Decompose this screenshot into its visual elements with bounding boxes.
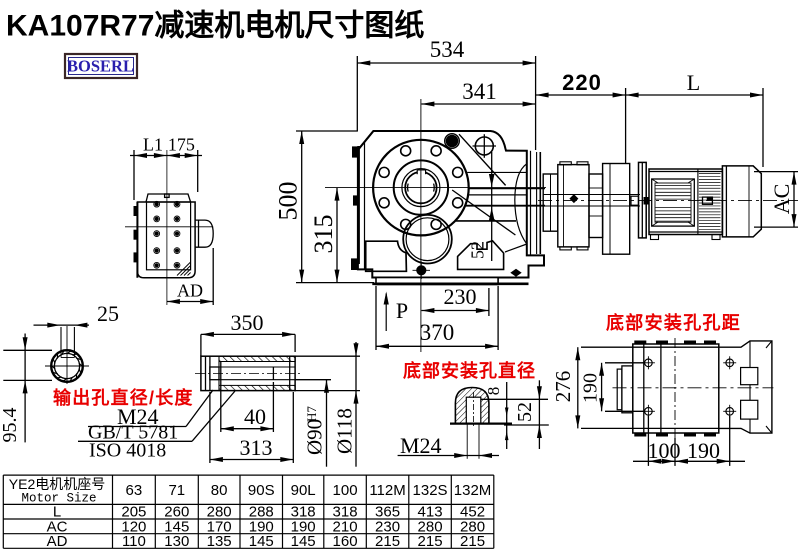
svg-text:365: 365: [375, 504, 400, 521]
svg-text:160: 160: [333, 533, 358, 550]
svg-text:输出孔直径/长度: 输出孔直径/长度: [53, 387, 194, 408]
svg-text:AC: AC: [47, 518, 68, 535]
svg-text:52: 52: [468, 241, 488, 259]
svg-text:413: 413: [418, 504, 443, 521]
svg-text:215: 215: [375, 533, 400, 550]
svg-text:220: 220: [562, 70, 602, 95]
svg-text:Ø90: Ø90: [303, 419, 327, 455]
svg-text:370: 370: [420, 320, 455, 345]
svg-text:112M: 112M: [369, 482, 405, 499]
svg-text:280: 280: [460, 518, 485, 535]
svg-text:190: 190: [580, 373, 602, 403]
svg-text:AC: AC: [769, 184, 794, 215]
svg-text:175: 175: [168, 135, 195, 155]
svg-text:63: 63: [126, 482, 143, 499]
svg-text:L: L: [687, 70, 700, 95]
svg-text:25: 25: [97, 301, 119, 326]
svg-text:190: 190: [249, 518, 274, 535]
svg-text:350: 350: [231, 310, 264, 335]
svg-text:底部安装孔孔距: 底部安装孔孔距: [606, 312, 741, 333]
svg-text:110: 110: [122, 533, 146, 550]
svg-text:Motor Size: Motor Size: [21, 492, 96, 506]
svg-text:313: 313: [240, 435, 273, 460]
svg-text:BOSERL: BOSERL: [67, 57, 134, 76]
svg-text:215: 215: [418, 533, 443, 550]
svg-text:40: 40: [244, 404, 266, 429]
svg-text:132S: 132S: [413, 482, 448, 499]
svg-text:318: 318: [291, 504, 316, 521]
svg-text:452: 452: [460, 504, 485, 521]
svg-text:80: 80: [211, 482, 228, 499]
svg-text:KA107R77减速机电机尺寸图纸: KA107R77减速机电机尺寸图纸: [6, 10, 424, 43]
svg-text:71: 71: [168, 482, 185, 499]
svg-text:280: 280: [207, 504, 232, 521]
svg-text:AD: AD: [177, 281, 203, 301]
svg-text:H7: H7: [304, 406, 319, 422]
svg-text:341: 341: [462, 79, 497, 104]
svg-text:130: 130: [164, 533, 189, 550]
svg-text:230: 230: [375, 518, 400, 535]
svg-text:534: 534: [430, 37, 465, 62]
svg-text:145: 145: [249, 533, 274, 550]
svg-text:210: 210: [333, 518, 358, 535]
svg-text:GB/T 5781: GB/T 5781: [88, 422, 178, 444]
svg-text:90S: 90S: [248, 482, 275, 499]
svg-text:170: 170: [207, 518, 232, 535]
svg-text:90L: 90L: [291, 482, 316, 499]
svg-text:500: 500: [274, 182, 303, 221]
svg-text:280: 280: [418, 518, 443, 535]
svg-text:318: 318: [333, 504, 358, 521]
svg-text:215: 215: [460, 533, 485, 550]
svg-text:P: P: [396, 298, 408, 323]
svg-text:M24: M24: [400, 433, 442, 458]
svg-text:M24: M24: [117, 404, 159, 429]
svg-text:190: 190: [687, 438, 720, 463]
svg-text:L: L: [53, 504, 61, 521]
svg-text:145: 145: [291, 533, 316, 550]
svg-text:100: 100: [648, 438, 681, 463]
svg-text:底部安装孔直径: 底部安装孔直径: [403, 360, 536, 381]
svg-text:132M: 132M: [454, 482, 492, 499]
svg-text:8: 8: [484, 387, 503, 396]
svg-text:52: 52: [514, 402, 536, 422]
svg-text:AD: AD: [47, 533, 68, 550]
svg-text:YE2电机机座号: YE2电机机座号: [9, 476, 105, 492]
svg-text:315: 315: [309, 215, 338, 254]
svg-text:276: 276: [551, 371, 575, 403]
svg-text:190: 190: [291, 518, 316, 535]
svg-text:95.4: 95.4: [0, 408, 21, 443]
svg-text:288: 288: [249, 504, 274, 521]
svg-text:100: 100: [333, 482, 358, 499]
svg-text:135: 135: [207, 533, 232, 550]
svg-text:ISO 4018: ISO 4018: [89, 440, 166, 462]
svg-text:Ø118: Ø118: [333, 408, 357, 454]
svg-text:260: 260: [164, 504, 189, 521]
svg-text:205: 205: [121, 504, 146, 521]
svg-text:L1: L1: [143, 135, 163, 155]
svg-text:120: 120: [121, 518, 146, 535]
svg-text:230: 230: [444, 284, 477, 309]
svg-text:145: 145: [164, 518, 189, 535]
